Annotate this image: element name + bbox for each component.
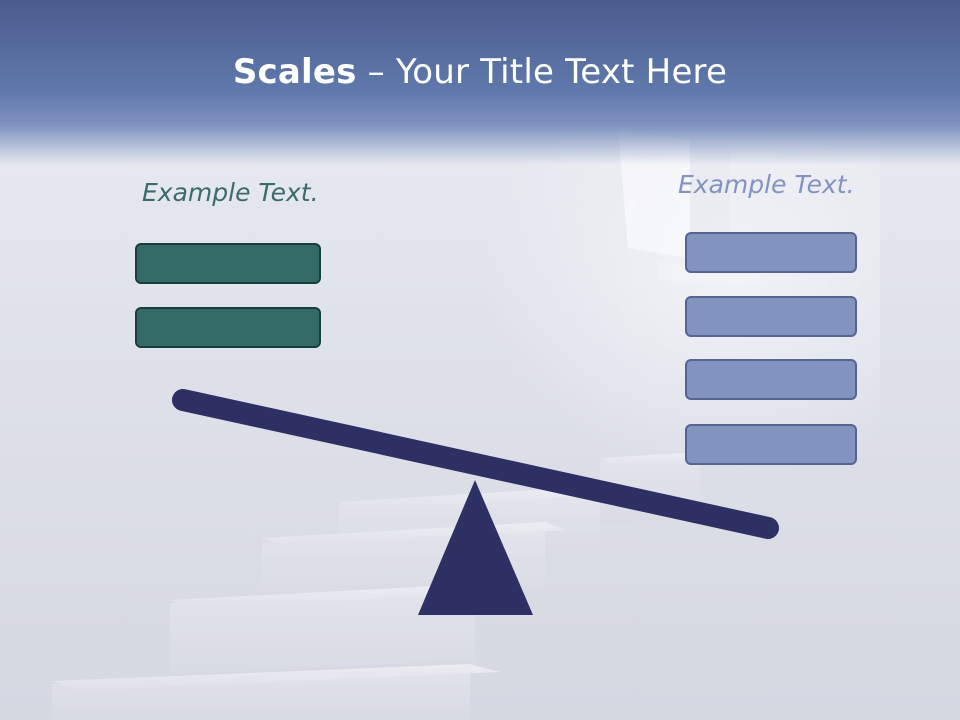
slide-title: Scales – Your Title Text Here <box>0 52 960 92</box>
left-label: Example Text. <box>142 178 319 207</box>
title-bold: Scales <box>232 52 357 92</box>
right-label: Example Text. <box>678 170 855 199</box>
balance-beam <box>172 389 779 539</box>
right-box <box>685 232 857 273</box>
right-box <box>685 424 857 465</box>
header-band <box>0 0 960 165</box>
right-box <box>685 359 857 400</box>
left-box <box>135 243 321 284</box>
right-box <box>685 296 857 337</box>
left-box <box>135 307 321 348</box>
title-rest: – Your Title Text Here <box>356 52 728 92</box>
fulcrum-triangle <box>418 480 533 615</box>
